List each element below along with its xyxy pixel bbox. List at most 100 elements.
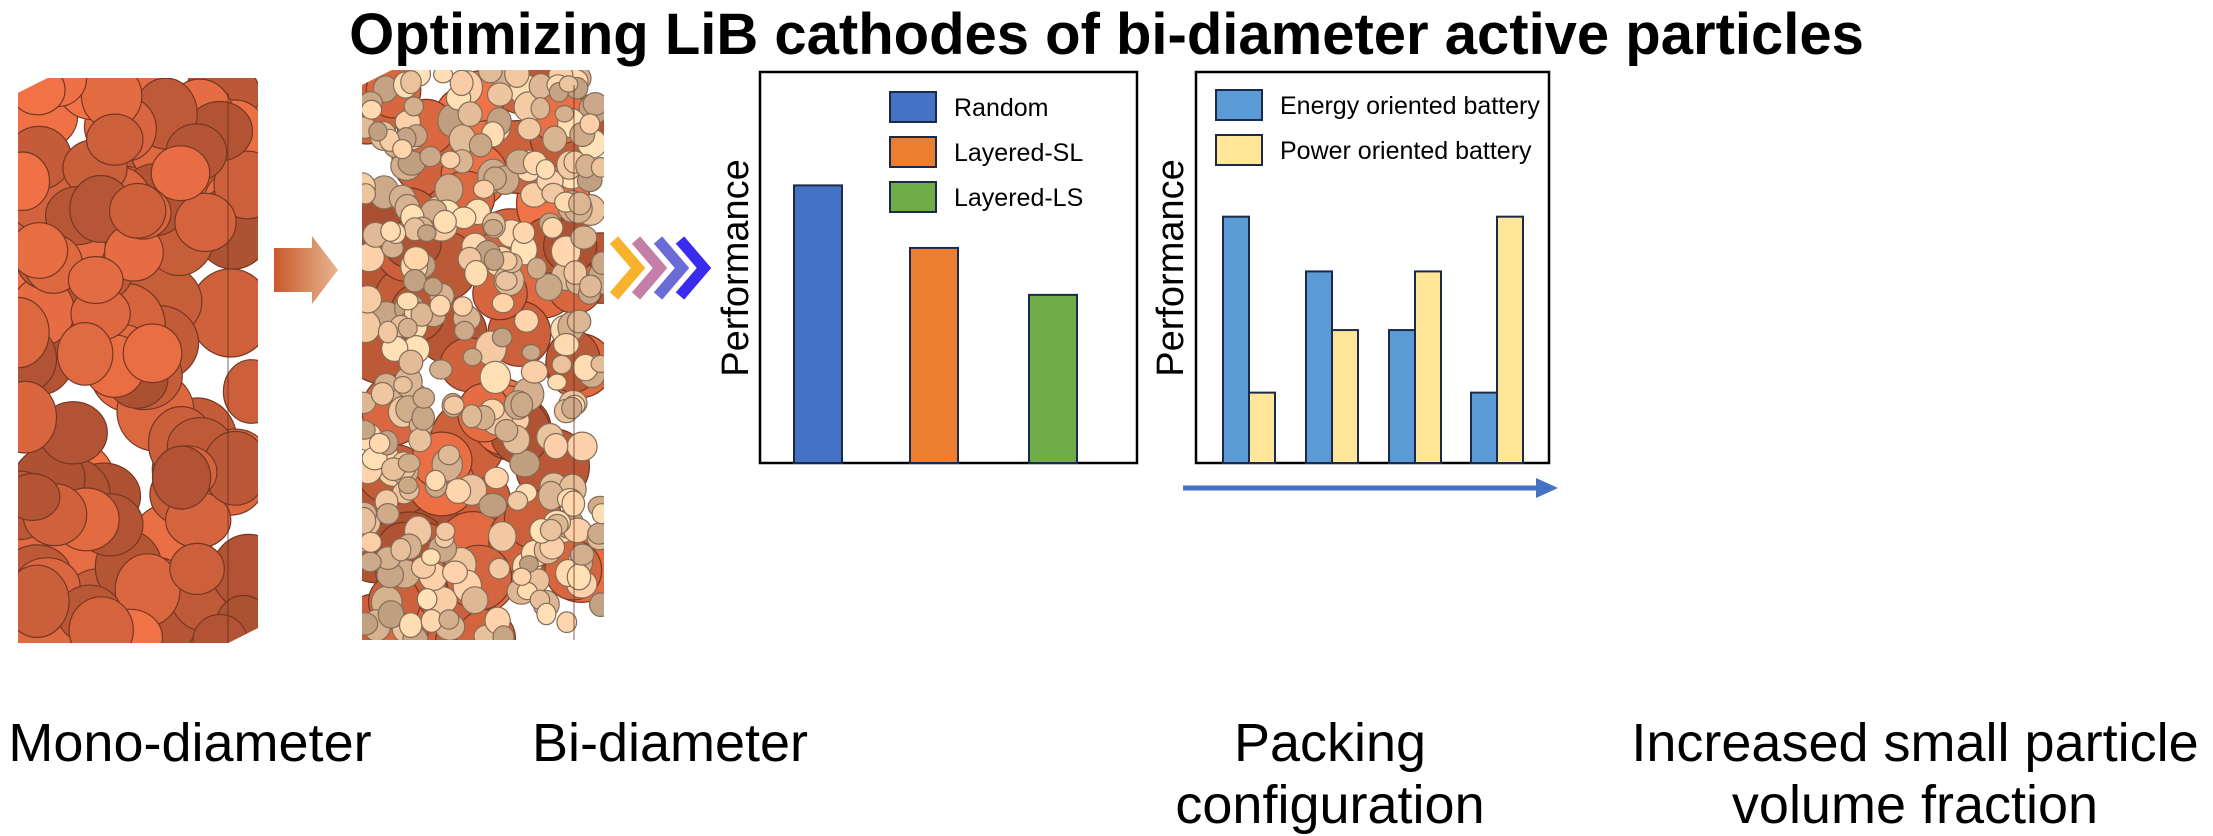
small-particle bbox=[566, 563, 592, 591]
small-particle bbox=[521, 344, 541, 361]
legend-swatch bbox=[889, 136, 937, 168]
large-particle bbox=[151, 445, 212, 510]
small-particle bbox=[454, 320, 476, 341]
small-particle bbox=[477, 70, 503, 84]
small-particle bbox=[380, 220, 402, 242]
small-particle bbox=[457, 101, 483, 127]
small-particle bbox=[561, 396, 583, 420]
increase-arrow-head-icon bbox=[1536, 478, 1558, 498]
small-particle bbox=[423, 277, 443, 297]
small-particle bbox=[362, 551, 382, 573]
small-particle bbox=[411, 404, 435, 431]
small-particle bbox=[419, 145, 442, 168]
small-particle bbox=[425, 469, 446, 492]
small-particle bbox=[412, 387, 436, 409]
small-particle bbox=[429, 294, 451, 317]
large-particle bbox=[67, 256, 124, 305]
legend-label: Energy oriented battery bbox=[1280, 92, 1540, 120]
large-particle bbox=[56, 322, 114, 386]
small-particle bbox=[362, 531, 382, 553]
small-particle bbox=[486, 82, 513, 107]
large-particle bbox=[189, 268, 258, 358]
large-particle bbox=[18, 564, 70, 639]
small-particle bbox=[362, 99, 383, 120]
large-particle bbox=[150, 145, 211, 202]
small-particle bbox=[397, 453, 421, 473]
chevron-arrows-icon bbox=[609, 236, 712, 300]
small-particle bbox=[541, 216, 564, 239]
small-particle bbox=[582, 91, 604, 116]
small-particle bbox=[551, 354, 573, 375]
small-particle bbox=[589, 592, 604, 618]
small-particle-fraction-chart: Performance Energy oriented batteryPower … bbox=[1150, 70, 1558, 498]
small-particle bbox=[513, 308, 540, 333]
small-particle bbox=[362, 309, 381, 344]
small-particle bbox=[362, 419, 376, 440]
legend-label: Layered-SL bbox=[954, 139, 1083, 167]
small-particle bbox=[558, 75, 579, 93]
small-particle bbox=[432, 209, 457, 234]
packing-label-line1: Packing bbox=[1233, 713, 1427, 773]
small-particle bbox=[398, 349, 424, 375]
packing-label-line2: configuration bbox=[1175, 775, 1485, 835]
small-particle bbox=[504, 70, 530, 88]
small-particle bbox=[460, 586, 489, 615]
large-particle bbox=[18, 473, 61, 522]
small-particle bbox=[396, 291, 419, 311]
y-axis-label: Performance bbox=[1150, 159, 1192, 377]
small-particle bbox=[526, 257, 548, 280]
small-particle bbox=[587, 522, 604, 545]
small-particle bbox=[478, 492, 508, 518]
small-particle bbox=[462, 347, 483, 367]
small-particle bbox=[449, 70, 474, 97]
small-particle bbox=[511, 567, 532, 586]
bar-energy bbox=[1470, 391, 1498, 464]
small-particle bbox=[488, 557, 511, 580]
bar-power bbox=[1331, 329, 1359, 464]
small-particle bbox=[368, 121, 388, 142]
small-particle bbox=[578, 274, 602, 298]
bar-power bbox=[1414, 270, 1442, 464]
large-particle bbox=[86, 113, 144, 166]
small-particle bbox=[535, 159, 556, 180]
bi-diameter-label: Bi-diameter bbox=[531, 713, 809, 773]
small-particle bbox=[579, 113, 601, 135]
chevron-mark bbox=[631, 236, 668, 300]
large-particle bbox=[18, 380, 58, 454]
legend-label: Power oriented battery bbox=[1280, 137, 1532, 165]
small-particle bbox=[408, 427, 432, 453]
small-particle bbox=[416, 588, 438, 611]
small-particle bbox=[512, 221, 536, 245]
chevron-mark bbox=[653, 236, 690, 300]
small-particle bbox=[452, 296, 474, 317]
bar-power bbox=[1248, 391, 1276, 464]
small-particle bbox=[397, 476, 418, 495]
small-particle bbox=[377, 320, 398, 344]
small-particle bbox=[479, 360, 512, 395]
chevron-mark bbox=[609, 236, 646, 300]
small-particle bbox=[563, 260, 588, 286]
small-particle bbox=[566, 309, 592, 334]
small-particle bbox=[570, 225, 598, 250]
small-particle bbox=[410, 302, 434, 327]
small-particle bbox=[421, 548, 441, 566]
small-particle bbox=[483, 466, 509, 490]
small-particle bbox=[362, 284, 383, 314]
small-particle bbox=[534, 273, 563, 302]
legend-swatch bbox=[889, 181, 937, 213]
small-particle bbox=[569, 543, 595, 566]
small-particle bbox=[461, 404, 483, 429]
small-particle bbox=[566, 431, 598, 462]
bar-layered-ls bbox=[1028, 293, 1078, 464]
bar-layered-sl bbox=[909, 246, 959, 464]
bar-random bbox=[793, 184, 843, 464]
small-particle bbox=[483, 218, 504, 237]
small-particle bbox=[483, 248, 505, 272]
small-particle bbox=[536, 602, 557, 626]
small-particle bbox=[568, 191, 592, 216]
small-particle bbox=[543, 432, 569, 460]
small-particle bbox=[520, 359, 549, 384]
small-particle bbox=[440, 150, 461, 170]
